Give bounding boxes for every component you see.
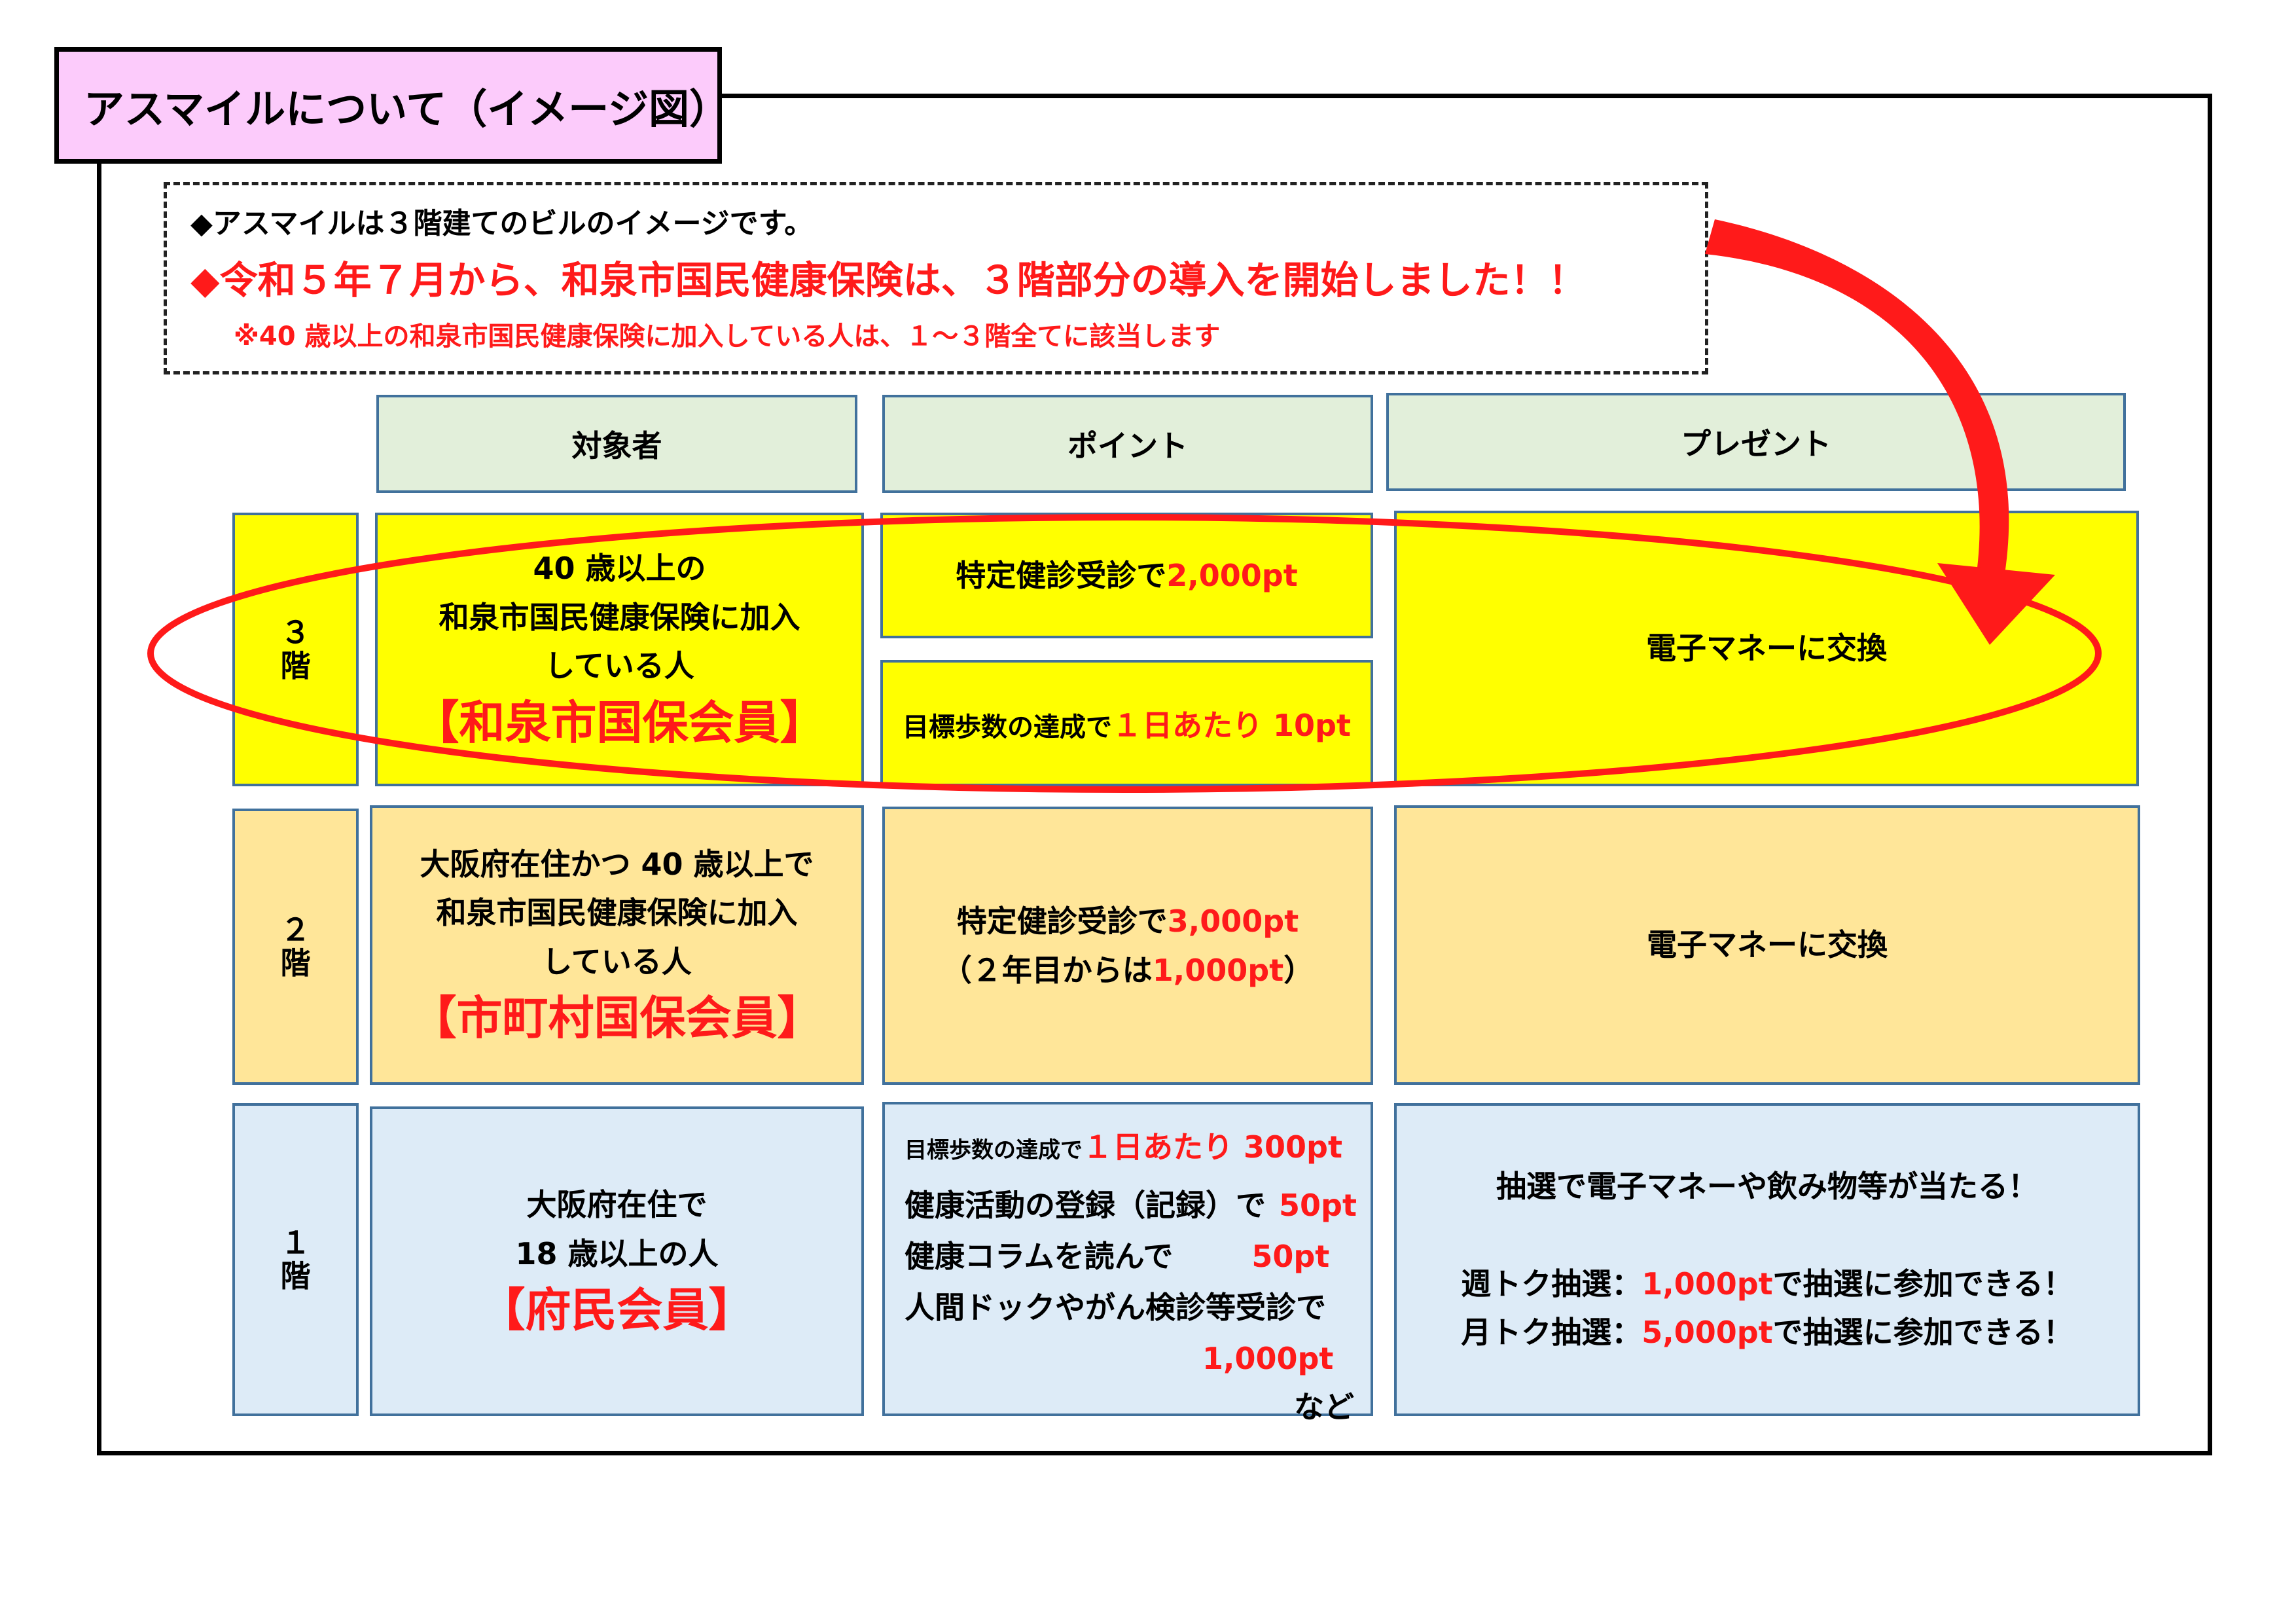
floor-1-label: １ 階 <box>232 1103 359 1416</box>
header-target: 対象者 <box>376 395 857 493</box>
notice-line-1: ◆アスマイルは３階建てのビルのイメージです。 <box>190 207 814 240</box>
floor-3-point-2: 目標歩数の達成で１日あたり 10pt <box>880 660 1373 786</box>
floor-2-member-type: 【市町村国保会員】 <box>410 991 823 1046</box>
header-points: ポイント <box>882 395 1373 493</box>
floor-3-label: ３ 階 <box>232 513 359 786</box>
floor-1-present: 抽選で電子マネーや飲み物等が当たる！ 週トク抽選：1,000ptで抽選に参加でき… <box>1394 1103 2140 1416</box>
notice-line-3: ※40 歳以上の和泉市国民健康保険に加入している人は、１～３階全てに該当します <box>234 321 1221 352</box>
floor-3-target: 40 歳以上の 和泉市国民健康保険に加入 している人 【和泉市国保会員】 <box>375 513 864 786</box>
floor-2-target: 大阪府在住かつ 40 歳以上で 和泉市国民健康保険に加入 している人 【市町村国… <box>370 805 864 1085</box>
floor-3-present: 電子マネーに交換 <box>1394 511 2139 786</box>
notice-line-2: ◆令和５年７月から、和泉市国民健康保険は、３階部分の導入を開始しました！！ <box>190 258 1587 302</box>
floor-2-present: 電子マネーに交換 <box>1394 805 2140 1085</box>
floor-1-member-type: 【府民会員】 <box>479 1283 755 1338</box>
floor-3-member-type: 【和泉市国保会員】 <box>413 695 826 750</box>
page-title-text: アスマイルについて（イメージ図） <box>84 85 730 133</box>
floor-3-point-1: 特定健診受診で2,000pt <box>880 513 1373 638</box>
header-present: プレゼント <box>1386 393 2126 491</box>
notice-box: ◆アスマイルは３階建てのビルのイメージです。 ◆令和５年７月から、和泉市国民健康… <box>164 182 1708 374</box>
page-title: アスマイルについて（イメージ図） <box>54 47 730 164</box>
floor-1-target: 大阪府在住で 18 歳以上の人 【府民会員】 <box>370 1106 864 1416</box>
floor-2-points: 特定健診受診で3,000pt （２年目からは1,000pt） <box>882 807 1373 1085</box>
floor-2-label: ２ 階 <box>232 809 359 1085</box>
